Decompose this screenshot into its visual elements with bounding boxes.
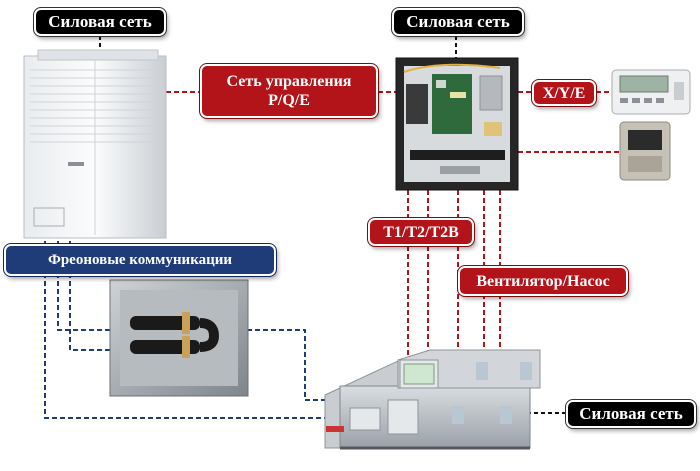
outdoor-vrf-unit-icon	[23, 49, 167, 239]
control-box-icon	[395, 57, 519, 191]
control-network-label-line1: Сеть управления	[226, 73, 352, 90]
xye-bus-label: X/Y/E	[531, 79, 597, 107]
power-network-label-top-right: Силовая сеть	[391, 7, 525, 37]
air-handling-unit-icon	[324, 349, 541, 450]
fan-pump-label: Вентилятор/Насос	[457, 265, 629, 297]
wall-panel-icon	[619, 121, 671, 181]
freon-piping-label: Фреоновые коммуникации	[3, 243, 277, 277]
power-network-label-top-left: Силовая сеть	[33, 7, 167, 37]
control-network-label-line2: P/Q/E	[268, 92, 310, 109]
temperature-sensors-label: T1/T2/T2B	[367, 217, 475, 247]
wired-controller-icon	[611, 69, 691, 115]
power-network-label-bottom-right: Силовая сеть	[565, 399, 697, 429]
heat-exchanger-icon	[109, 279, 249, 397]
control-network-label: Сеть управления P/Q/E	[199, 63, 379, 119]
